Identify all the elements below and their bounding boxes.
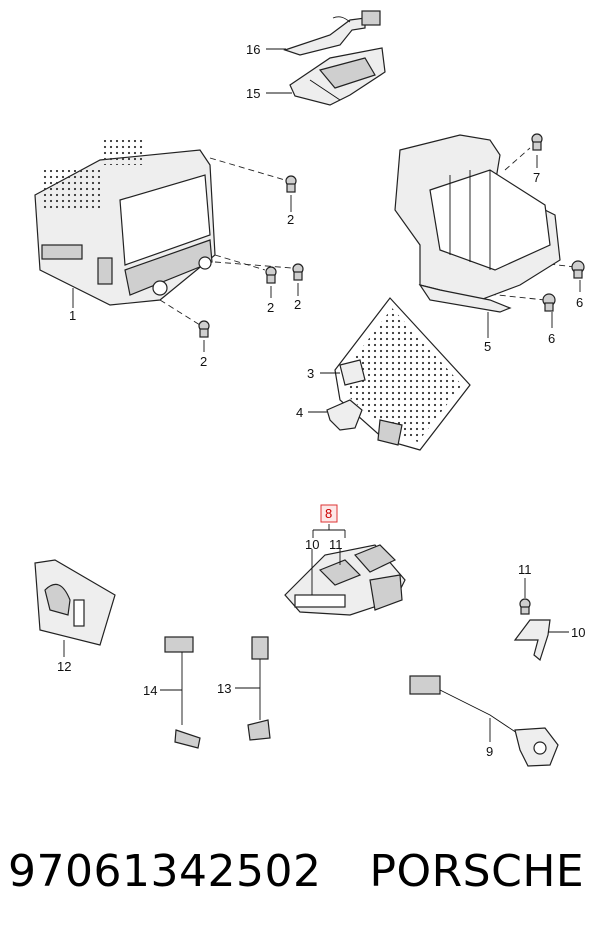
- leader-lines: [63, 48, 581, 742]
- callout-2-mid-left: 2: [267, 300, 274, 315]
- callout-12: 12: [57, 659, 71, 674]
- callout-14: 14: [143, 683, 157, 698]
- part-16-cable-bracket: [283, 10, 381, 56]
- callout-8: 8: [325, 506, 332, 521]
- callout-6-lower: 6: [548, 331, 555, 346]
- part-12-switch-panel: [34, 559, 116, 646]
- callout-7: 7: [533, 170, 540, 185]
- callout-11: 11: [518, 562, 532, 577]
- part-5-mounting-frame: [394, 134, 561, 313]
- screw-2-top: [285, 175, 297, 193]
- callout-3: 3: [307, 366, 314, 381]
- screw-2-mid-left: [265, 266, 277, 284]
- part-13-cable: [247, 636, 271, 741]
- part-15-module: [289, 47, 386, 106]
- screw-2-bottom: [198, 320, 210, 338]
- footer-caption: 97061342502 PORSCHE: [8, 836, 592, 906]
- callout-2-bottom: 2: [200, 354, 207, 369]
- callout-13: 13: [217, 681, 231, 696]
- screw-7: [531, 133, 543, 151]
- part-8-camera-assembly: [284, 544, 406, 616]
- callout-10: 10: [571, 625, 585, 640]
- part-9-camera: [409, 675, 559, 767]
- callout-2-top: 2: [287, 212, 294, 227]
- callout-6-upper: 6: [576, 295, 583, 310]
- part-10-bracket: [513, 619, 551, 662]
- callout-2-mid-right: 2: [294, 297, 301, 312]
- callout-9: 9: [486, 744, 493, 759]
- callout-11-group: 11: [329, 537, 343, 552]
- callout-1: 1: [69, 308, 76, 323]
- part-3-module-box: [334, 297, 471, 451]
- screw-6-lower: [542, 293, 556, 312]
- part-4-connector: [326, 399, 403, 446]
- part-1-head-unit: [34, 140, 216, 306]
- callout-10-group: 10: [305, 537, 319, 552]
- screw-2-mid-right: [292, 263, 304, 281]
- part-number: 97061342502: [8, 845, 322, 897]
- highlight-callout-8: 8: [320, 504, 338, 523]
- callout-5: 5: [484, 339, 491, 354]
- part-14-cable: [164, 636, 201, 749]
- screw-6-upper: [571, 260, 585, 279]
- callout-4: 4: [296, 405, 303, 420]
- callout-16: 16: [246, 42, 260, 57]
- callout-15: 15: [246, 86, 260, 101]
- screw-11: [519, 598, 531, 615]
- brand-name: PORSCHE: [369, 845, 585, 897]
